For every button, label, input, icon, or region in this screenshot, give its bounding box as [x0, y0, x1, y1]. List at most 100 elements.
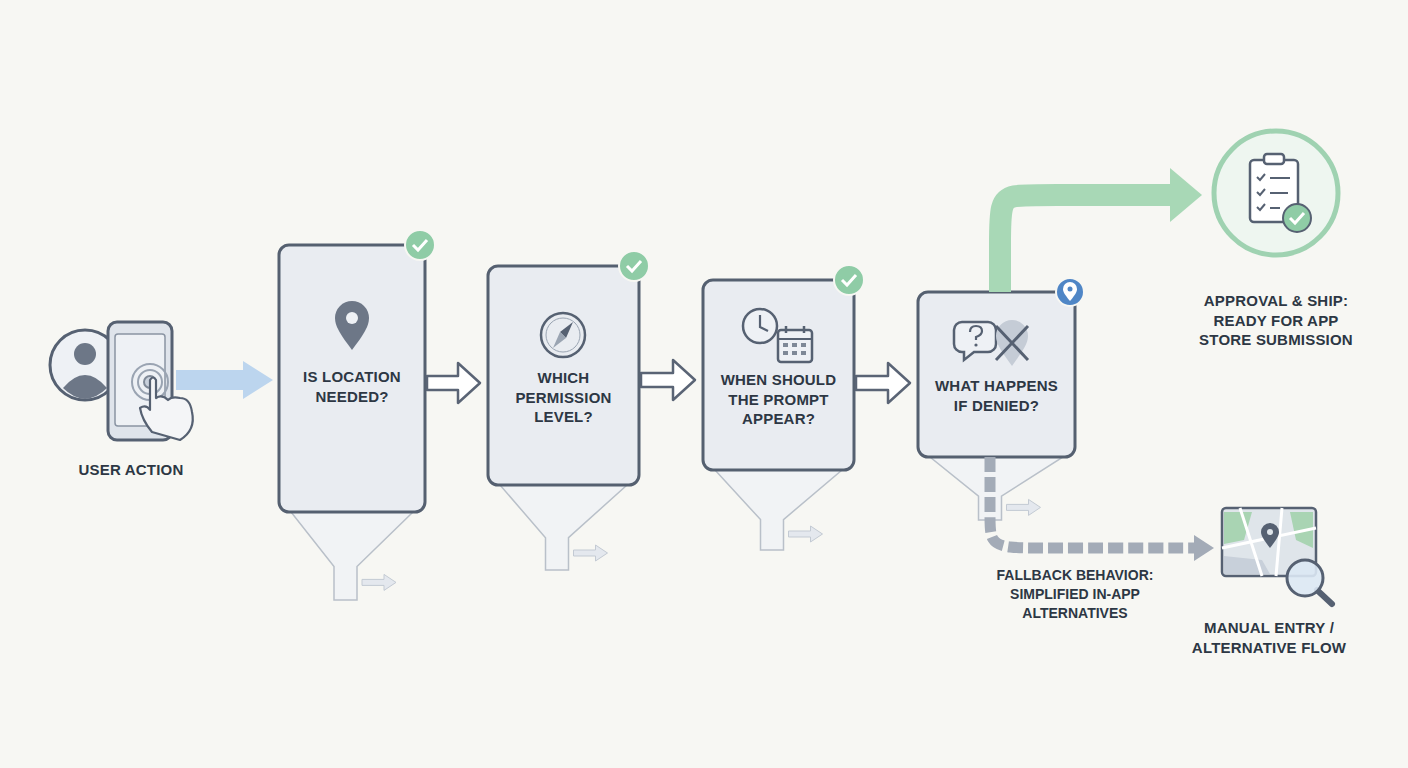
clock-calendar-icon: [743, 309, 812, 362]
user-icon: [74, 343, 96, 365]
decision-box: WHAT HAPPENS IF DENIED?: [918, 292, 1075, 457]
flow-arrow: [641, 360, 695, 400]
check-badge: [619, 251, 649, 281]
funnel: [574, 545, 608, 561]
funnel: [715, 470, 842, 550]
denied-icon: [996, 326, 1028, 360]
approval-icon: [1214, 131, 1338, 255]
denied-icon: [954, 320, 1028, 366]
check-badge: [413, 240, 427, 250]
process-box: WHICH PERMISSION LEVEL?: [488, 266, 639, 485]
process-box: WHEN SHOULD THE PROMPT APPEAR?: [703, 280, 854, 470]
alternative-icon: MANUAL ENTRY / ALTERNATIVE FLOW: [1222, 508, 1316, 578]
map-icon: [1317, 590, 1332, 604]
funnel: [930, 457, 1063, 520]
clock-calendar-icon: [785, 326, 788, 333]
denied-icon: [970, 326, 982, 340]
location-badge: [1063, 282, 1077, 301]
process-box: IS LOCATION NEEDED?: [279, 245, 425, 512]
approval-icon: [1270, 177, 1290, 179]
location-pin-icon: [346, 312, 358, 324]
check-badge: [619, 251, 649, 281]
check-badge: [834, 265, 864, 295]
funnel: [715, 470, 842, 550]
approval-icon: [1283, 204, 1311, 232]
denied-icon: [974, 343, 977, 346]
flow-arrow: [856, 363, 910, 403]
location-badge: [1056, 278, 1084, 306]
approval-circle: APPROVAL & SHIP: READY FOR APP STORE SUB…: [1214, 131, 1338, 255]
funnel: [362, 574, 396, 590]
check-badge: [405, 230, 864, 295]
flow-arrow: [1000, 168, 1202, 292]
compass-icon: [546, 318, 580, 352]
clock-calendar-icon: [801, 351, 806, 355]
map-icon: [1222, 508, 1332, 604]
clock-calendar-icon: [792, 343, 797, 347]
process-box: [918, 292, 1075, 457]
process-box: [279, 245, 425, 512]
location-pin-icon: [335, 301, 369, 350]
approval-icon: [1257, 174, 1265, 210]
approval-icon: [1270, 192, 1288, 194]
clock-calendar-icon: [743, 309, 777, 343]
node-label: APPROVAL & SHIP: READY FOR APP STORE SUB…: [1190, 291, 1362, 350]
map-icon: [1224, 556, 1270, 574]
edge-label: FALLBACK BEHAVIOR: SIMPLIFIED IN-APP ALT…: [985, 566, 1165, 623]
flow-arrow: [1170, 168, 1202, 222]
clock-calendar-icon: [783, 351, 788, 355]
flow-arrow: [427, 363, 480, 403]
clock-calendar-icon: [783, 343, 806, 355]
funnel: [291, 512, 413, 600]
node-label: USER ACTION: [56, 460, 206, 480]
map-icon: [1287, 560, 1323, 596]
approval-icon: [1214, 131, 1338, 255]
compass-icon: [553, 332, 566, 348]
map-icon: [1267, 529, 1273, 535]
check-badge: [627, 261, 641, 271]
box-label: WHAT HAPPENS IF DENIED?: [927, 376, 1067, 415]
node-label: MANUAL ENTRY / ALTERNATIVE FLOW: [1184, 618, 1354, 657]
box-label: IS LOCATION NEEDED?: [288, 367, 416, 406]
clock-calendar-icon: [783, 343, 788, 347]
check-badge: [405, 230, 435, 260]
approval-icon: [1264, 154, 1284, 164]
location-pin-icon: [335, 301, 369, 350]
location-badge: [1056, 278, 1084, 306]
process-box: [279, 245, 1075, 512]
box-label: WHEN SHOULD THE PROMPT APPEAR?: [718, 370, 840, 429]
check-badge: [842, 275, 856, 285]
flow-arrow: [856, 363, 910, 403]
approval-icon: [1290, 213, 1304, 223]
clock-calendar-icon: [760, 315, 768, 331]
check-badge: [834, 265, 864, 295]
flow-arrow: [990, 457, 1196, 548]
flow-arrow: [990, 457, 1214, 561]
check-badge: [405, 230, 435, 260]
location-badge: [1068, 287, 1073, 292]
denied-icon: [954, 322, 996, 360]
funnel: [500, 485, 627, 570]
compass-icon: [541, 313, 585, 357]
process-box: [703, 280, 854, 470]
flow-arrow: [641, 360, 695, 400]
clock-calendar-icon: [801, 343, 806, 347]
funnel: [789, 526, 823, 542]
flow-arrow: [1000, 195, 1172, 292]
clock-calendar-icon: [778, 330, 812, 362]
actor-icon: USER ACTION: [48, 322, 176, 442]
flow-arrow: [176, 361, 273, 399]
funnel: [500, 485, 627, 570]
funnel: [291, 512, 413, 600]
clock-calendar-icon: [792, 351, 797, 355]
flow-arrow: [176, 361, 273, 399]
funnel: [930, 457, 1063, 520]
process-box: [488, 266, 639, 485]
flow-arrow: [1194, 535, 1214, 561]
compass-icon: [541, 313, 585, 357]
flow-arrow: [427, 363, 480, 403]
denied-icon: [996, 326, 1028, 360]
funnel: [1007, 499, 1041, 515]
clock-calendar-icon: [778, 338, 812, 340]
